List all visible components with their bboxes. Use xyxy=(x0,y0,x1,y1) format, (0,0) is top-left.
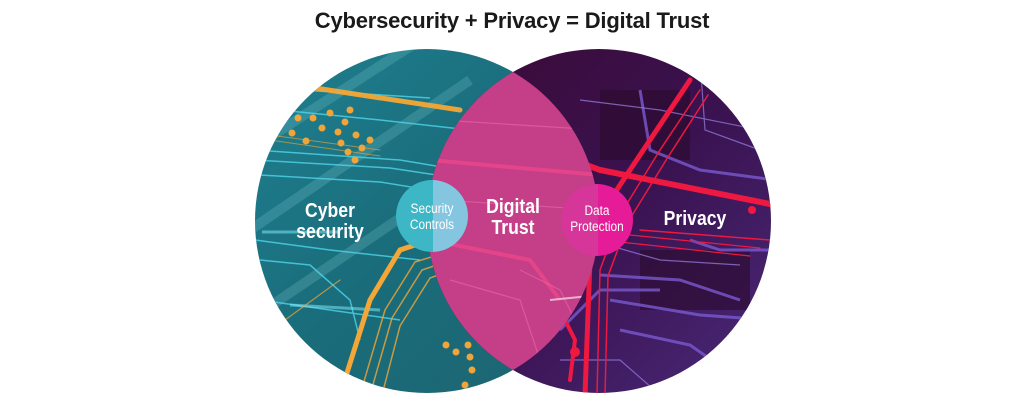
digital-trust-label-line1: Digital xyxy=(486,196,540,218)
privacy-label: Privacy xyxy=(663,208,727,230)
cybersecurity-label: Cyber security xyxy=(288,201,372,243)
data-protection-label-line2: Protection xyxy=(570,218,624,234)
cybersecurity-label-line2: security xyxy=(296,221,364,243)
digital-trust-label-line2: Trust xyxy=(491,217,535,239)
data-protection-label: Data Protection xyxy=(561,203,633,234)
diagram-title: Cybersecurity + Privacy = Digital Trust xyxy=(314,8,710,33)
digital-trust-label: Digital Trust xyxy=(473,197,552,239)
cybersecurity-label-line1: Cyber xyxy=(305,200,355,222)
security-controls-label: Security Controls xyxy=(400,201,463,232)
data-protection-label-line1: Data xyxy=(584,203,610,218)
security-controls-label-line1: Security xyxy=(410,201,454,216)
security-controls-label-line2: Controls xyxy=(409,216,455,232)
